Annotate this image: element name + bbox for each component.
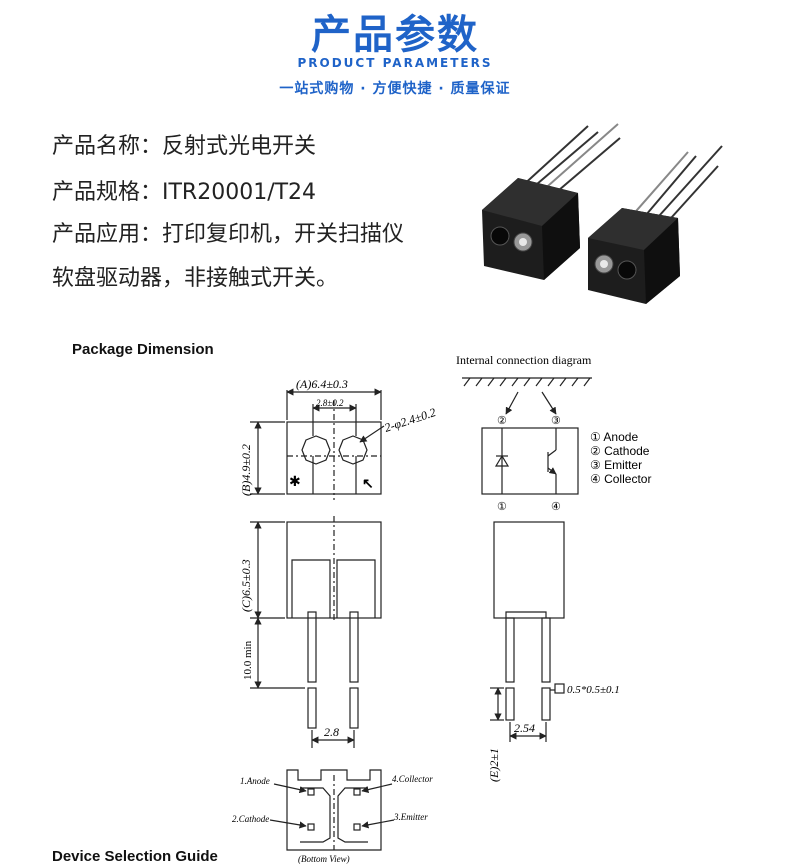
emitter-symbol: ✱: [289, 475, 301, 490]
legend-emitter: ③ Emitter: [590, 458, 642, 472]
legend-collector: ④ Collector: [590, 472, 651, 486]
bottom-view: [269, 769, 395, 851]
spec-product-application: 产品应用：打印复印机，开关扫描仪: [52, 222, 405, 247]
front-view: [250, 516, 382, 748]
spec-product-name: 产品名称：反射式光电开关: [52, 134, 317, 159]
dim-lead-size-label: 0.5*0.5±0.1: [567, 684, 620, 696]
side-view: [490, 521, 565, 742]
slogan: 一站式购物 · 方便快捷 · 质量保证: [279, 81, 511, 97]
spec-product-application-cont: 软盘驱动器，非接触式开关。: [52, 266, 339, 291]
dim-lead-min-label: 10.0 min: [242, 640, 254, 680]
connection-diagram: [462, 377, 592, 495]
pin-label-2-top: ②: [497, 415, 507, 427]
dim-a-label: (A)6.4±0.3: [296, 377, 348, 391]
dim-lead-pitch-label: 2.8: [324, 725, 339, 739]
dim-b-label: (B)4.9±0.2: [239, 444, 253, 496]
dim-e-label: (E)2±1: [487, 748, 501, 782]
page-title: 产品参数: [311, 12, 479, 58]
pin-label-4-bottom: ④: [551, 501, 561, 513]
sensor-right-image: [588, 145, 723, 304]
dim-lead-pitch-side-label: 2.54: [514, 721, 535, 735]
section-device-selection: Device Selection Guide: [52, 848, 218, 865]
dim-c-label: (C)6.5±0.3: [239, 559, 253, 612]
top-view: [250, 388, 385, 500]
legend-cathode: ② Cathode: [590, 444, 650, 458]
detector-symbol: ↖: [362, 477, 374, 492]
dim-hole-spacing-label: 2.8±0.2: [316, 398, 344, 408]
bottom-label-cathode: 2.Cathode: [232, 814, 269, 824]
dim-holes-label: 2-φ2.4±0.2: [383, 405, 438, 435]
spec-product-model: 产品规格：ITR20001/T24: [52, 180, 317, 205]
sensor-left-image: [482, 123, 621, 280]
pin-label-1-bottom: ①: [497, 501, 507, 513]
legend-anode: ① Anode: [590, 430, 638, 444]
section-package-dimension: Package Dimension: [72, 341, 214, 358]
bottom-label-collector: 4.Collector: [392, 774, 433, 784]
bottom-label-anode: 1.Anode: [240, 776, 270, 786]
bottom-label-emitter: 3.Emitter: [393, 812, 428, 822]
connection-title: Internal connection diagram: [456, 353, 592, 367]
product-photo: [482, 123, 723, 304]
pin-label-3-top: ③: [551, 415, 561, 427]
page-subtitle: PRODUCT PARAMETERS: [297, 56, 493, 70]
bottom-view-label: (Bottom View): [298, 854, 350, 864]
